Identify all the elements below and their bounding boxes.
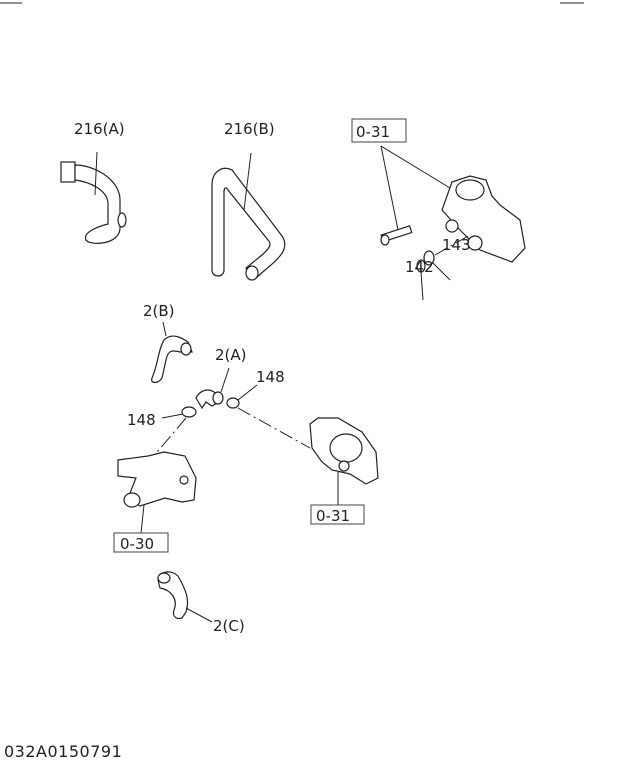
- ref-box-030[interactable]: [113, 532, 169, 553]
- gasket-143[interactable]: [423, 250, 435, 266]
- clamp-148-right[interactable]: [226, 397, 240, 409]
- hose-2c[interactable]: [157, 571, 189, 620]
- water-pump[interactable]: [117, 451, 197, 508]
- label-216a: 216(A): [74, 120, 125, 138]
- drawing-number: 032A0150791: [4, 742, 123, 761]
- label-148-right: 148: [256, 368, 285, 386]
- label-2c: 2(C): [213, 617, 245, 635]
- ref-030: 0-30: [120, 535, 154, 553]
- label-143: 143: [442, 236, 471, 254]
- bolt[interactable]: [380, 225, 413, 246]
- label-2b: 2(B): [143, 302, 175, 320]
- label-216b: 216(B): [224, 120, 275, 138]
- label-148-left: 148: [127, 411, 156, 429]
- ref-031-bottom: 0-31: [316, 507, 350, 525]
- thermostat-housing-top[interactable]: [441, 175, 526, 263]
- ref-box-031-top[interactable]: [351, 118, 407, 143]
- hose-216b[interactable]: [211, 167, 286, 281]
- thermostat-housing-bottom[interactable]: [309, 417, 379, 485]
- ref-031-top: 0-31: [356, 123, 390, 141]
- hose-2a[interactable]: [195, 389, 224, 410]
- hose-2b[interactable]: [151, 335, 193, 384]
- ref-box-031-bottom[interactable]: [310, 504, 365, 525]
- clamp-148-left[interactable]: [181, 406, 197, 418]
- label-2a: 2(A): [215, 346, 247, 364]
- label-142: 142: [405, 258, 434, 276]
- hose-216a[interactable]: [60, 161, 127, 244]
